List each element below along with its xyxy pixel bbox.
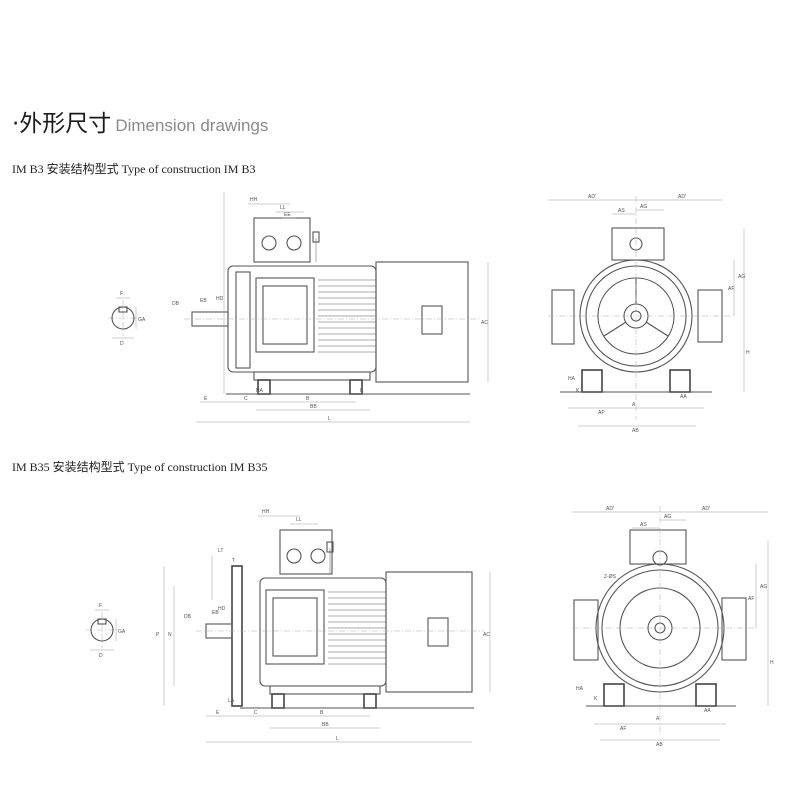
b3-side-label-5: AC: [481, 320, 488, 326]
b35-front-label-0: AD': [606, 506, 614, 512]
b3-front-label-10: AA: [680, 394, 687, 400]
b3-side-label-11: B: [306, 396, 310, 402]
b35-front-label-7: H: [770, 660, 774, 666]
b35-side-label-3: T: [232, 558, 235, 564]
b35-side-label-7: N: [168, 632, 172, 638]
b35-front-label-3: AG: [664, 514, 671, 520]
b35-side-label-4: DB: [184, 614, 192, 620]
b3-front-label-1: AD': [678, 194, 686, 200]
b3-side-label-0: HH: [250, 197, 258, 203]
b3-front-label-3: AG: [640, 204, 647, 210]
b35-side-label-10: LA: [228, 698, 235, 704]
b35-side-label-8: AC: [483, 632, 490, 638]
b3-front-label-6: H: [746, 350, 750, 356]
caption-im-b35: IM B35 安装结构型式 Type of construction IM B3…: [12, 460, 268, 474]
b35-side-label-9: HD: [218, 606, 226, 612]
b3-shaft-label-1: GA: [138, 317, 146, 323]
b3-shaft-label-2: D: [120, 341, 124, 347]
b35-shaft-label-0: F: [99, 603, 102, 609]
b3-front-label-5: AF: [728, 286, 734, 292]
b35-front-label-12: AF: [620, 726, 626, 732]
b3-front-label-2: AS: [618, 208, 625, 214]
b3-side-label-3: DB: [172, 301, 180, 307]
b35-front-label-11: AA: [704, 708, 711, 714]
b3-side-label-4: EB: [200, 298, 207, 304]
b3-front-label-12: AB: [632, 428, 639, 434]
b35-side-label-12: C: [254, 710, 258, 716]
b35-shaft-label-1: GA: [118, 629, 126, 635]
b3-side-label-10: C: [244, 396, 248, 402]
b3-side-label-2: EE: [284, 212, 291, 218]
b3-front-label-9: A: [632, 402, 636, 408]
b3-side-label-1: LL: [280, 205, 286, 211]
b3-front-label-8: K: [576, 388, 580, 394]
b35-front-label-6: AF: [748, 596, 754, 602]
page-heading: ·外形尺寸 Dimension drawings: [12, 104, 268, 138]
b3-shaft-end-view: [108, 297, 138, 339]
b3-front-label-7: HA: [568, 376, 576, 382]
b35-side-label-13: B: [320, 710, 324, 716]
b3-side-label-13: L: [328, 416, 331, 422]
b3-front-label-4: AG: [738, 274, 745, 280]
b3-shaft-label-0: F: [120, 291, 123, 297]
b3-side-view: [184, 192, 489, 423]
b35-side-label-6: P: [156, 632, 160, 638]
b35-front-label-8: HA: [576, 686, 584, 692]
b35-side-label-15: L: [336, 736, 339, 742]
b35-front-label-13: AB: [656, 742, 663, 748]
b35-side-label-2: LT: [218, 548, 223, 554]
b35-front-label-4: Z-ØS: [604, 574, 617, 580]
b35-side-label-1: LL: [296, 517, 302, 523]
b35-shaft-label-2: D: [99, 653, 103, 659]
heading-chinese: ·外形尺寸: [12, 111, 112, 137]
b3-side-label-8: K: [360, 388, 364, 394]
b35-front-label-5: AG: [760, 584, 767, 590]
b3-side-label-7: HA: [256, 388, 264, 394]
b35-side-label-14: BB: [322, 722, 329, 728]
b3-front-label-11: AP: [598, 410, 605, 416]
b35-side-label-11: E: [216, 710, 220, 716]
b3-front-view: [548, 196, 745, 427]
b35-side-label-0: HH: [262, 509, 270, 515]
b35-front-label-1: AD': [702, 506, 710, 512]
b35-front-label-9: K: [594, 696, 598, 702]
b35-front-label-10: A: [656, 716, 660, 722]
b3-side-label-6: HD: [216, 296, 224, 302]
b35-front-label-2: AS: [640, 522, 647, 528]
b3-front-label-0: AD': [588, 194, 596, 200]
b35-front-view: [572, 506, 769, 741]
b35-side-view: [163, 515, 491, 743]
b3-side-label-9: E: [204, 396, 208, 402]
heading-english: Dimension drawings: [115, 116, 269, 135]
b35-shaft-end-view: [86, 609, 118, 651]
b3-side-label-12: BB: [310, 404, 317, 410]
caption-im-b3: IM B3 安装结构型式 Type of construction IM B3: [12, 162, 256, 176]
b35-side-label-5: EB: [212, 610, 219, 616]
